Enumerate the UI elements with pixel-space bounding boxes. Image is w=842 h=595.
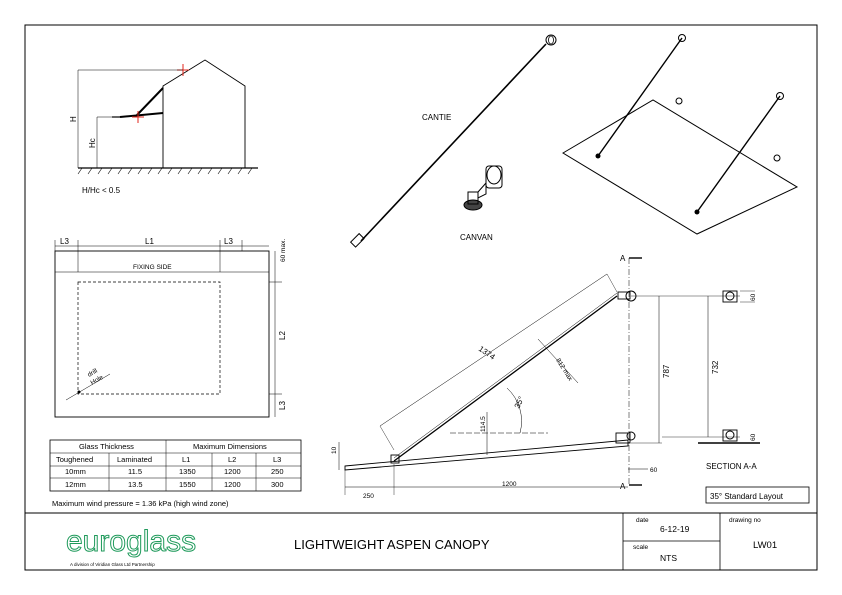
scale-value: NTS	[660, 553, 677, 563]
section-dim-250: 250	[363, 493, 374, 500]
section-dim-60-top: 60	[750, 293, 757, 301]
elevation-hc-label: Hc	[88, 138, 97, 148]
section-dim-60-bot: 60	[750, 433, 757, 441]
table-header-laminated: Laminated	[117, 455, 152, 464]
logo-text-euro: euro	[66, 525, 126, 558]
isometric-view	[562, 34, 799, 235]
elevation-h-label: H	[69, 116, 78, 122]
section-dim-1200: 1200	[502, 481, 517, 488]
plan-l1: L1	[145, 237, 154, 246]
section-a-top: A	[620, 254, 626, 263]
section-a-bottom: A	[620, 482, 626, 491]
plan-l3-bottom: L3	[278, 401, 287, 410]
table-cell: 1550	[179, 480, 196, 489]
section-dim-60: 60	[650, 467, 658, 474]
section-dim-812: 812 max	[554, 357, 574, 382]
table-header-toughened: Toughened	[56, 455, 93, 464]
sheet-border	[24, 24, 818, 571]
date-label: date	[636, 517, 649, 524]
table-header-l2: L2	[228, 455, 236, 464]
section-view: A A 1374 812 max 35° 114.5 10	[331, 254, 810, 504]
drawing-number-label: drawing no	[729, 517, 761, 524]
table-cell: 11.5	[128, 467, 142, 476]
cantie-label: CANTIE	[422, 113, 451, 122]
logo-text-glass: glass	[126, 525, 196, 558]
canvan-label: CANVAN	[460, 233, 493, 242]
table-group-dims: Maximum Dimensions	[193, 442, 267, 451]
logo-subtitle: A division of Viridian Glass Ltd Partner…	[70, 562, 155, 567]
table-cell: 12mm	[65, 480, 86, 489]
layout-label: 35° Standard Layout	[710, 492, 784, 501]
plan-l3-left: L3	[60, 237, 69, 246]
table-cell: 1200	[224, 480, 241, 489]
plan-l2: L2	[278, 331, 287, 340]
canvan-bracket: CANVAN	[460, 165, 503, 242]
glass-table: Glass Thickness Maximum Dimensions Tough…	[49, 439, 302, 492]
plan-l3-right: L3	[224, 237, 233, 246]
section-dim-10: 10	[331, 446, 338, 454]
table-cell: 10mm	[65, 467, 86, 476]
section-label: SECTION A-A	[706, 462, 757, 471]
section-dim-114: 114.5	[480, 416, 487, 432]
elevation-ratio: H/Hc < 0.5	[82, 186, 121, 195]
table-cell: 300	[271, 480, 284, 489]
drawing-title: LIGHTWEIGHT ASPEN CANOPY	[294, 537, 490, 552]
table-cell: 13.5	[128, 480, 143, 489]
table-cell: 250	[271, 467, 284, 476]
scale-label: scale	[633, 544, 649, 551]
elevation-view: H Hc H/Hc < 0.5	[69, 59, 258, 195]
table-group-glass: Glass Thickness	[79, 442, 134, 451]
plan-drill-label: drill	[87, 367, 100, 378]
wind-pressure-note: Maximum wind pressure = 1.36 kPa (high w…	[52, 499, 229, 508]
drawing-number: LW01	[753, 540, 777, 551]
section-dim-787: 787	[662, 364, 671, 378]
table-header-l3: L3	[273, 455, 281, 464]
table-cell: 1200	[224, 467, 241, 476]
plan-fixing-side: FIXING SIDE	[133, 264, 172, 271]
table-header-l1: L1	[182, 455, 190, 464]
date-value: 6-12-19	[660, 524, 690, 534]
section-dim-732: 732	[711, 360, 720, 374]
title-block: euroglass A division of Viridian Glass L…	[25, 512, 817, 570]
plan-max60: 60 max.	[280, 239, 287, 262]
cantie-rod: CANTIE	[349, 34, 557, 248]
company-logo: euroglass	[66, 525, 196, 558]
table-cell: 1350	[179, 467, 196, 476]
plan-view: L3 L1 L3 FIXING SIDE 60 max. L2 L3 drill…	[54, 237, 287, 418]
